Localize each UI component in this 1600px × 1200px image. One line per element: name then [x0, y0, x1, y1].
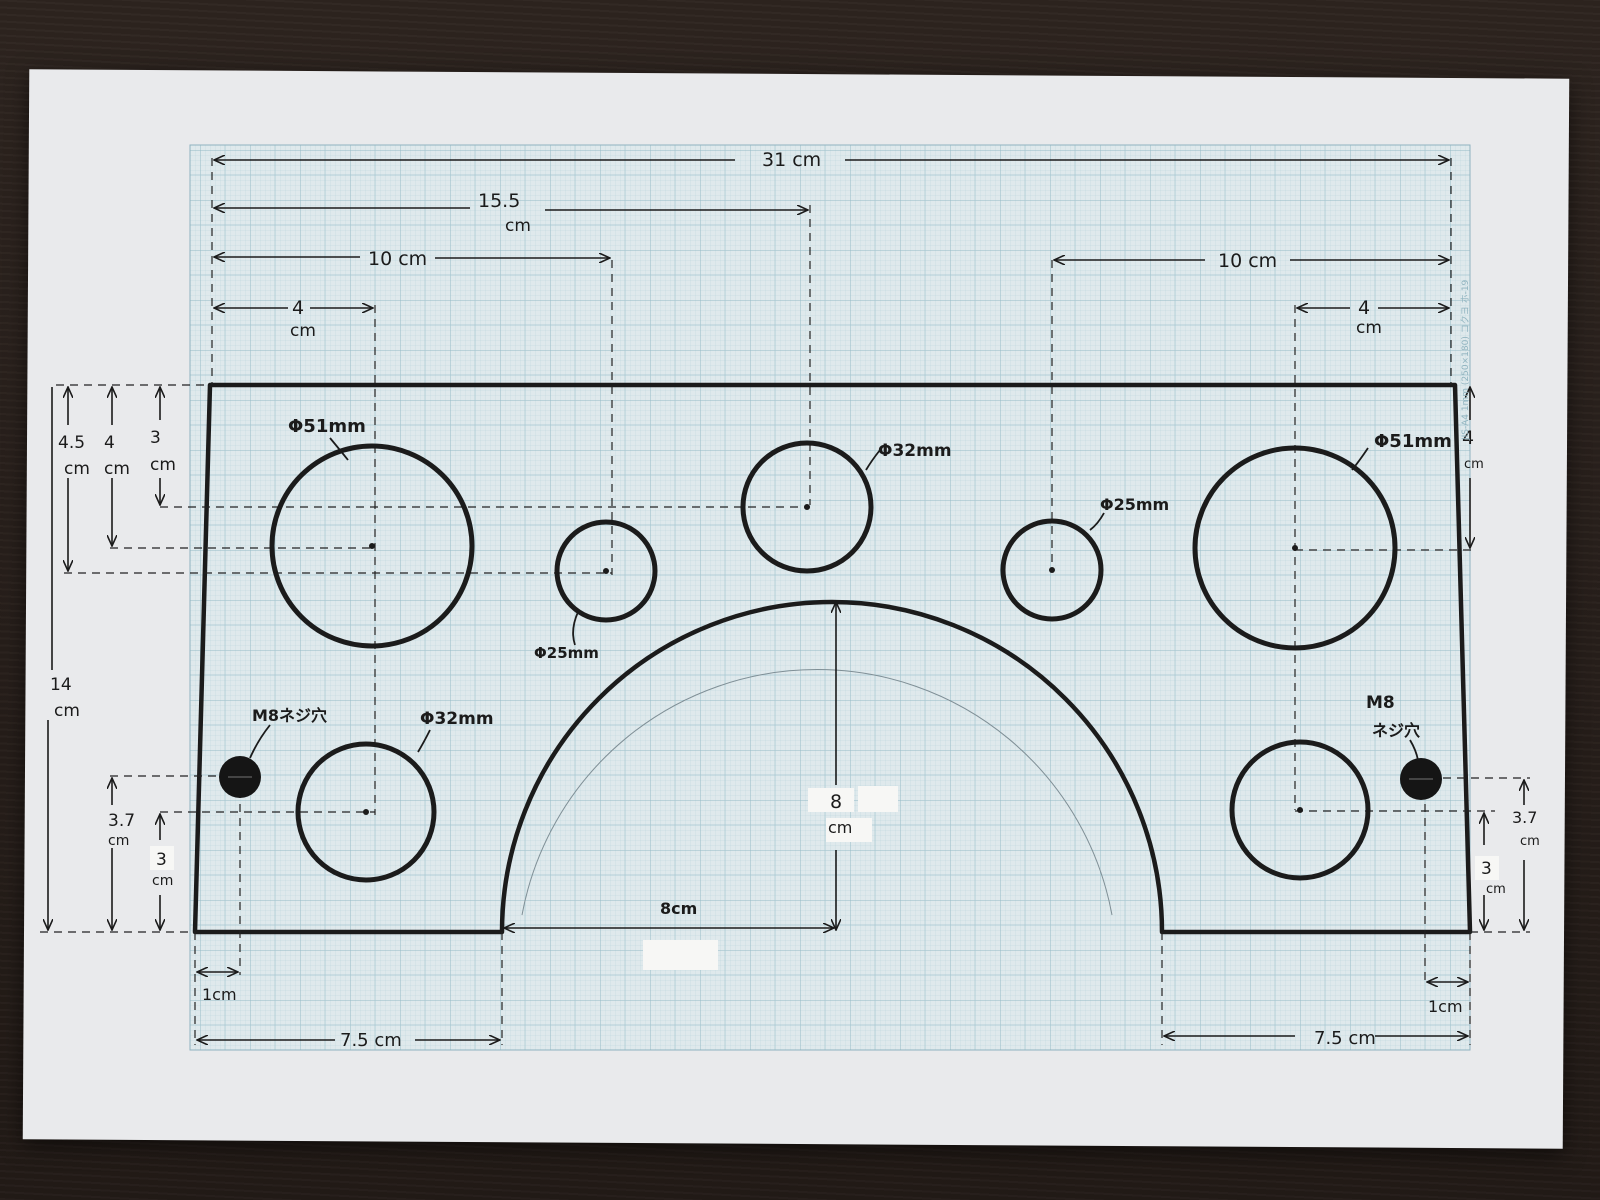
label-phi51-right: Φ51mm — [1374, 431, 1452, 452]
dashed-guides — [40, 158, 1530, 1045]
label-phi25-right: Φ25mm — [1100, 495, 1169, 514]
label-phi51-left: Φ51mm — [288, 416, 366, 437]
dim-3-unit: cm — [150, 455, 176, 475]
dim-14-unit: cm — [54, 701, 80, 721]
dim-3: 3 — [150, 428, 161, 448]
dim-4v: 4 — [104, 433, 115, 453]
dim-right-3-7-unit: cm — [1520, 834, 1540, 849]
hole-32-top — [740, 440, 874, 574]
dim-4-5-unit: cm — [64, 459, 90, 479]
dim-right-4v-unit: cm — [1464, 457, 1484, 472]
dim-4-5: 4.5 — [58, 433, 85, 453]
dim-left-1cm: 1cm — [202, 985, 237, 1004]
hole-51-left — [269, 443, 475, 649]
hole-32-bottom-right — [1229, 739, 1371, 881]
leader-lines — [249, 437, 1419, 761]
dim-3b-unit: cm — [152, 873, 173, 889]
dim-right-3b: 3 — [1481, 859, 1492, 879]
dim-3-7-unit: cm — [108, 833, 129, 849]
label-phi25-left: Φ25mm — [534, 644, 599, 662]
dim-3-7: 3.7 — [108, 811, 135, 831]
pencil-guide-arc — [521, 669, 1113, 916]
dim-arch-8-unit: cm — [828, 818, 852, 837]
dim-15-5: 15.5 — [478, 190, 520, 212]
dim-31cm: 31 cm — [762, 149, 821, 171]
hole-25-left — [554, 519, 658, 623]
dim-arch-8: 8 — [830, 791, 842, 813]
label-m8-right-1: M8 — [1366, 693, 1395, 713]
dim-15-5-unit: cm — [505, 216, 531, 236]
dim-right-3-7: 3.7 — [1512, 808, 1537, 827]
dim-right-3b-unit: cm — [1486, 882, 1506, 897]
hole-labels: Φ51mm Φ51mm Φ32mm Φ32mm Φ25mm Φ25mm M8ネジ… — [252, 416, 1452, 740]
dim-left-4-unit: cm — [290, 321, 316, 341]
hole-32-bottom-left — [295, 741, 437, 883]
dim-left-7-5cm: 7.5 cm — [340, 1030, 402, 1051]
dim-right-10cm: 10 cm — [1218, 250, 1277, 272]
dim-left-10cm: 10 cm — [368, 248, 427, 270]
dim-left-4: 4 — [292, 297, 304, 319]
holes — [269, 440, 1398, 883]
hole-51-right — [1192, 445, 1398, 651]
dim-right-7-5cm: 7.5 cm — [1314, 1028, 1376, 1049]
dim-3b: 3 — [156, 850, 167, 870]
hole-centers — [363, 504, 1303, 815]
dim-right-1cm: 1cm — [1428, 997, 1463, 1016]
dim-arch-8cm: 8cm — [660, 899, 697, 918]
label-m8-right-2: ネジ穴 — [1372, 721, 1420, 740]
dim-14: 14 — [50, 675, 72, 695]
hole-25-right — [1000, 518, 1104, 622]
label-phi32-top: Φ32mm — [878, 441, 952, 461]
dim-right-4v: 4 — [1462, 427, 1474, 449]
label-m8-left: M8ネジ穴 — [252, 706, 327, 725]
dim-right-4-unit: cm — [1356, 318, 1382, 338]
dim-4v-unit: cm — [104, 459, 130, 479]
dimension-lines — [48, 160, 1524, 1040]
label-phi32-bottom: Φ32mm — [420, 709, 494, 729]
correction-tape — [150, 786, 1499, 970]
dim-right-4: 4 — [1358, 297, 1370, 319]
paper-print-mark: JIS-A4 1mm (250×180) コクヨ ホ-19 — [1460, 279, 1471, 441]
dimension-labels: 31 cm 15.5 cm 10 cm 10 cm 4 cm 4 cm 4.5 … — [50, 149, 1540, 1051]
